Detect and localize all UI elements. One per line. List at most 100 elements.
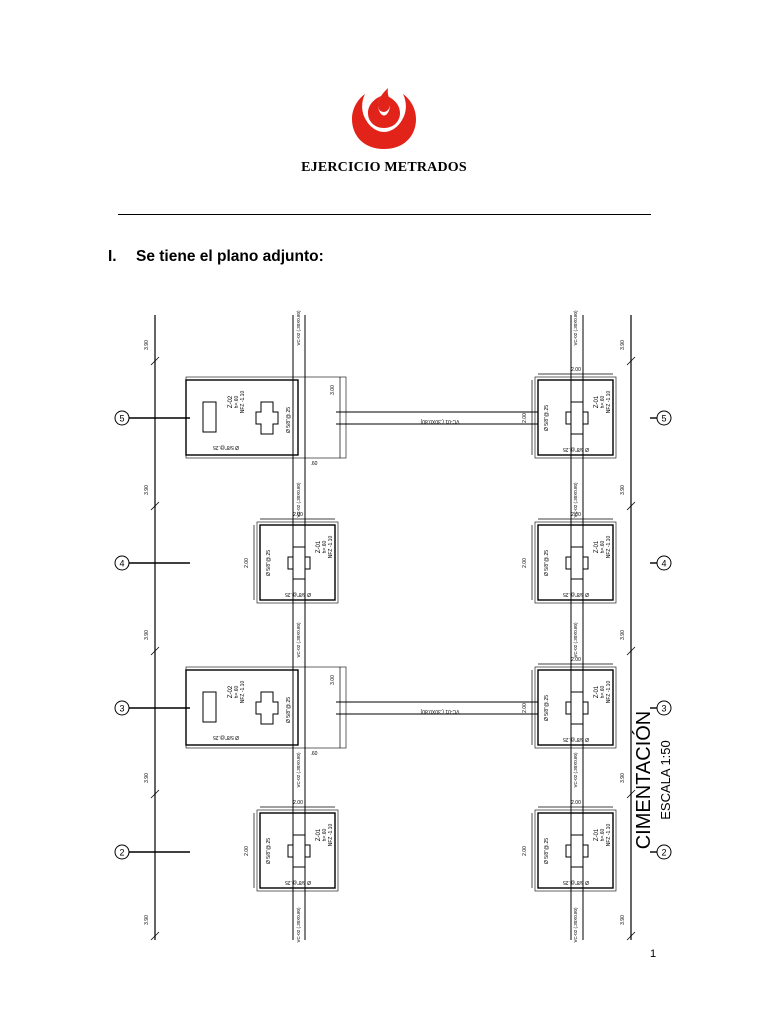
footing-level: NFZ -1.10 bbox=[606, 391, 612, 414]
footing-depth: h=.60 bbox=[600, 828, 606, 841]
span-dimension-right: 3.90 bbox=[620, 340, 626, 350]
footing-height-dimension: 2.00 bbox=[522, 846, 528, 856]
footing-depth: h=.60 bbox=[322, 540, 328, 553]
page-number: 1 bbox=[650, 948, 657, 960]
footing-level: NFZ -1.10 bbox=[328, 824, 334, 847]
column-tee-symbol bbox=[565, 546, 589, 580]
beam-label-vertical: VC-02 (.30X0.80) bbox=[296, 752, 301, 788]
column-tee-symbol bbox=[565, 834, 589, 868]
footing-name: Z-01 bbox=[594, 828, 600, 841]
footing-width-dimension: 2.00 bbox=[571, 367, 581, 373]
footing-name: Z-01 bbox=[594, 685, 600, 698]
footing-height-dimension: 2.00 bbox=[522, 558, 528, 568]
footing-rebar-vertical: Ø 5/8"@.25 bbox=[286, 407, 292, 433]
axis-label-right: 5 bbox=[661, 414, 666, 424]
axis-label-left: 2 bbox=[119, 848, 124, 858]
beam-label-vertical: VC-02 (.30X0.80) bbox=[573, 622, 578, 658]
footing-z01 bbox=[537, 812, 614, 889]
footing-height-dimension: 2.00 bbox=[522, 703, 528, 713]
title-divider bbox=[118, 214, 651, 215]
footing-rebar-vertical: Ø 5/8"@.25 bbox=[266, 550, 272, 576]
footing-rebar-horizontal: Ø 5/8"@.25 bbox=[285, 879, 311, 885]
footing-offset-dimension: .60 bbox=[311, 461, 318, 467]
footing-z01-outline bbox=[534, 666, 617, 749]
dimension-tick-left bbox=[150, 356, 160, 366]
footing-z01 bbox=[537, 524, 614, 601]
footing-rebar-vertical: Ø 5/8"@.25 bbox=[544, 405, 550, 431]
beam-label-vertical: VC-02 (.30X0.80) bbox=[573, 482, 578, 518]
footing-z01 bbox=[259, 812, 336, 889]
beam-label-horizontal: VC-01 (.30X0.80) bbox=[420, 418, 459, 424]
footing-rebar-horizontal: Ø 5/8"@.25 bbox=[563, 446, 589, 452]
footing-rebar-horizontal: Ø 5/8"@.25 bbox=[285, 591, 311, 597]
footing-level: NFZ -1.10 bbox=[240, 391, 246, 414]
footing-level: NFZ -1.10 bbox=[606, 824, 612, 847]
footing-depth: h=.60 bbox=[600, 395, 606, 408]
university-logo bbox=[352, 88, 416, 149]
footing-level: NFZ -1.10 bbox=[328, 536, 334, 559]
dimension-tick-right bbox=[626, 501, 636, 511]
span-dimension-left: 3.90 bbox=[144, 630, 150, 640]
dimension-tick-right bbox=[626, 356, 636, 366]
dimension-tick-right bbox=[626, 789, 636, 799]
footing-name: Z-01 bbox=[594, 395, 600, 408]
column-tee-symbol bbox=[287, 546, 311, 580]
beam-label-vertical: VC-02 (.30X0.80) bbox=[573, 907, 578, 943]
footing-depth: h=.60 bbox=[234, 395, 240, 408]
footing-z01-outline bbox=[534, 809, 617, 892]
footing-rebar-horizontal: Ø 5/8"@.25 bbox=[213, 734, 239, 740]
footing-z01-outline bbox=[534, 376, 617, 459]
span-dimension-left: 3.90 bbox=[144, 485, 150, 495]
dimension-tick-left bbox=[150, 789, 160, 799]
footing-level: NFZ -1.10 bbox=[240, 681, 246, 704]
footing-name: Z-01 bbox=[316, 540, 322, 553]
footing-level: NFZ -1.10 bbox=[606, 681, 612, 704]
span-dimension-right: 3.90 bbox=[620, 630, 626, 640]
axis-label-right: 2 bbox=[661, 848, 666, 858]
footing-width-dimension: 2.00 bbox=[571, 657, 581, 663]
footing-rebar-horizontal: Ø 5/8"@.25 bbox=[563, 736, 589, 742]
footing-rebar-vertical: Ø 5/8"@.25 bbox=[544, 550, 550, 576]
footing-depth: h=.60 bbox=[600, 685, 606, 698]
section-heading: I.Se tiene el plano adjunto: bbox=[108, 248, 324, 266]
document-title: EJERCICIO METRADOS bbox=[301, 160, 467, 175]
footing-rebar-horizontal: Ø 5/8"@.25 bbox=[563, 591, 589, 597]
span-dimension-left: 3.90 bbox=[144, 340, 150, 350]
beam-label-vertical: VC-02 (.30X0.80) bbox=[573, 310, 578, 346]
beam-label-vertical: VC-02 (.30X0.80) bbox=[296, 310, 301, 346]
span-dimension-right: 3.90 bbox=[620, 915, 626, 925]
footing-height-dimension: 3.00 bbox=[330, 385, 336, 395]
footing-z02-outline bbox=[185, 666, 347, 749]
footing-z01-outline bbox=[256, 521, 339, 604]
span-dimension-left: 3.90 bbox=[144, 773, 150, 783]
axis-label-left: 5 bbox=[119, 414, 124, 424]
axis-label-left: 3 bbox=[119, 704, 124, 714]
footing-rebar-vertical: Ø 5/8"@.25 bbox=[544, 695, 550, 721]
column-tee-symbol bbox=[565, 401, 589, 435]
dimension-tick-left bbox=[150, 501, 160, 511]
beam-label-vertical: VC-02 (.30X0.80) bbox=[296, 482, 301, 518]
beam-label-horizontal: VC-01 (.30X0.80) bbox=[420, 708, 459, 714]
column-tee-symbol bbox=[565, 691, 589, 725]
footing-pedestal bbox=[202, 401, 217, 433]
plan-scale: ESCALA 1:50 bbox=[658, 740, 673, 820]
footing-rebar-vertical: Ø 5/8"@.25 bbox=[544, 838, 550, 864]
dimension-tick-right bbox=[626, 931, 636, 941]
span-dimension-left: 3.90 bbox=[144, 915, 150, 925]
footing-pedestal bbox=[202, 691, 217, 723]
footing-height-dimension: 2.00 bbox=[522, 413, 528, 423]
footing-height-dimension: 3.00 bbox=[330, 675, 336, 685]
beam-label-vertical: VC-02 (.30X0.80) bbox=[296, 622, 301, 658]
footing-level: NFZ -1.10 bbox=[606, 536, 612, 559]
footing-rebar-vertical: Ø 5/8"@.25 bbox=[286, 697, 292, 723]
column-tee-symbol bbox=[255, 401, 279, 435]
footing-z01 bbox=[537, 379, 614, 456]
plan-title: CIMENTACIÓN bbox=[632, 711, 655, 850]
column-tee-symbol bbox=[255, 691, 279, 725]
footing-z01 bbox=[259, 524, 336, 601]
section-heading-text: Se tiene el plano adjunto: bbox=[136, 248, 324, 265]
footing-height-dimension: 2.00 bbox=[244, 846, 250, 856]
flame-logo-icon bbox=[352, 94, 416, 149]
dimension-tick-left bbox=[150, 931, 160, 941]
